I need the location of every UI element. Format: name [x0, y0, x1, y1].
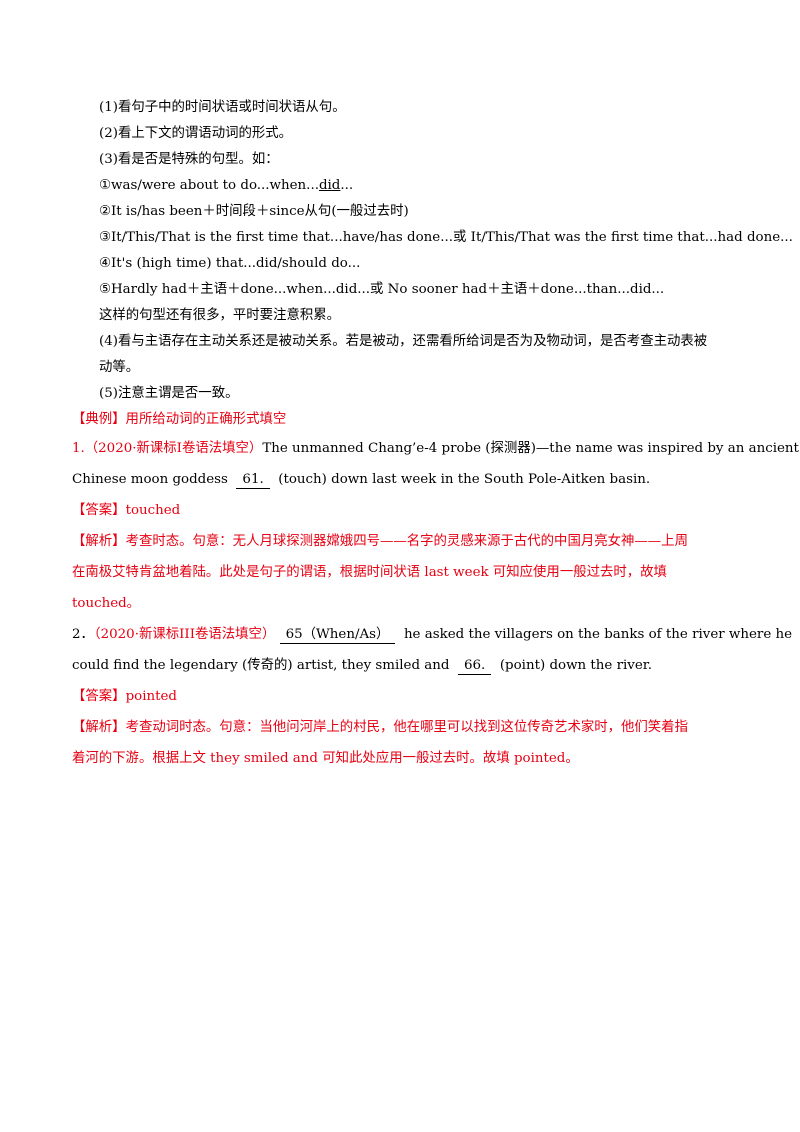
question-2-answer: 【答案】pointed	[72, 681, 714, 712]
question-1-text-c: (touch) down last week in the South Pole…	[278, 472, 651, 487]
pattern-5: ⑤Hardly had＋主语＋done...when...did...或 No …	[99, 282, 665, 297]
question-1-answer-label: 【答案】	[72, 503, 126, 518]
question-2-source: （2020·新课标III卷语法填空）	[93, 627, 276, 642]
question-1-line-2: Chinese moon goddess 61. (touch) down la…	[72, 464, 714, 495]
pattern-1-tail: ...	[340, 178, 354, 193]
question-1-text-b: Chinese moon goddess	[72, 472, 228, 487]
question-1-analysis-3: touched。	[72, 596, 141, 611]
question-2-number: 2．	[72, 627, 94, 642]
question-2-answer-value: pointed	[125, 689, 177, 704]
question-1-source: 1.（2020·新课标I卷语法填空）	[72, 441, 263, 456]
question-2-blank-2: 66.	[458, 658, 492, 675]
example-heading: 【典例】用所给动词的正确形式填空	[72, 412, 287, 427]
question-2-line-2: could find the legendary (传奇的) artist, t…	[72, 650, 714, 681]
pattern-1-underlined: did	[318, 178, 341, 193]
question-2-line-1: 2．（2020·新课标III卷语法填空） 65（When/As） he aske…	[72, 619, 792, 650]
question-2-text-b: could find the legendary (传奇的) artist, t…	[72, 658, 450, 673]
question-1-analysis-text-1: 考查时态。句意：无人月球探测器嫦娥四号——名字的灵感来源于古代的中国月亮女神——…	[125, 534, 688, 549]
tip-4: (4)看与主语存在主动关系还是被动关系。若是被动，还需看所给词是否为及物动词，是…	[72, 329, 714, 381]
question-1-analysis-1: 【解析】考查时态。句意：无人月球探测器嫦娥四号——名字的灵感来源于古代的中国月亮…	[72, 526, 714, 557]
question-2-answer-label: 【答案】	[72, 689, 126, 704]
tip-5: (5)注意主谓是否一致。	[99, 386, 239, 401]
question-1-blank: 61.	[236, 472, 270, 489]
tip-3: (3)看是否是特殊的句型。如：	[99, 152, 279, 167]
question-2-analysis-1: 【解析】考查动词时态。句意：当他问河岸上的村民，他在哪里可以找到这位传奇艺术家时…	[72, 712, 714, 743]
pattern-4: ④It's (high time) that...did/should do..…	[99, 256, 361, 271]
question-1-analysis-2: 在南极艾特肯盆地着陆。此处是句子的谓语，根据时间状语 last week 可知应…	[72, 565, 667, 580]
question-1-line-1: 1.（2020·新课标I卷语法填空）The unmanned Chang’e-4…	[72, 433, 799, 464]
pattern-1: ①was/were about to do...when...did...	[72, 173, 714, 199]
question-1-answer: 【答案】touched	[72, 495, 714, 526]
question-2-analysis-text-1: 考查动词时态。句意：当他问河岸上的村民，他在哪里可以找到这位传奇艺术家时，他们笑…	[125, 720, 688, 735]
question-2-text-c: (point) down the river.	[499, 658, 652, 673]
question-2-blank-1: 65（When/As）	[279, 627, 396, 644]
question-2-analysis-label: 【解析】	[72, 720, 126, 735]
pattern-3: ③It/This/That is the first time that...h…	[99, 230, 793, 245]
tip-2: (2)看上下文的谓语动词的形式。	[99, 126, 293, 141]
question-2-text-a: he asked the villagers on the banks of t…	[403, 627, 793, 642]
tip-4-text: (4)看与主语存在主动关系还是被动关系。若是被动，还需看所给词是否为及物动词，是…	[99, 334, 708, 375]
question-1-answer-value: touched	[125, 503, 181, 518]
tip-1: (1)看句子中的时间状语或时间状语从句。	[99, 100, 346, 115]
pattern-note: 这样的句型还有很多，平时要注意积累。	[99, 308, 341, 323]
question-1-analysis-label: 【解析】	[72, 534, 126, 549]
pattern-1-text: ①was/were about to do...when...	[99, 178, 319, 193]
question-2-analysis-2: 着河的下游。根据上文 they smiled and 可知此处应用一般过去时。故…	[72, 751, 579, 766]
question-1-text-a: The unmanned Chang’e-4 probe (探测器)—the n…	[262, 441, 799, 456]
pattern-2: ②It is/has been＋时间段＋since从句(一般过去时)	[99, 204, 409, 219]
